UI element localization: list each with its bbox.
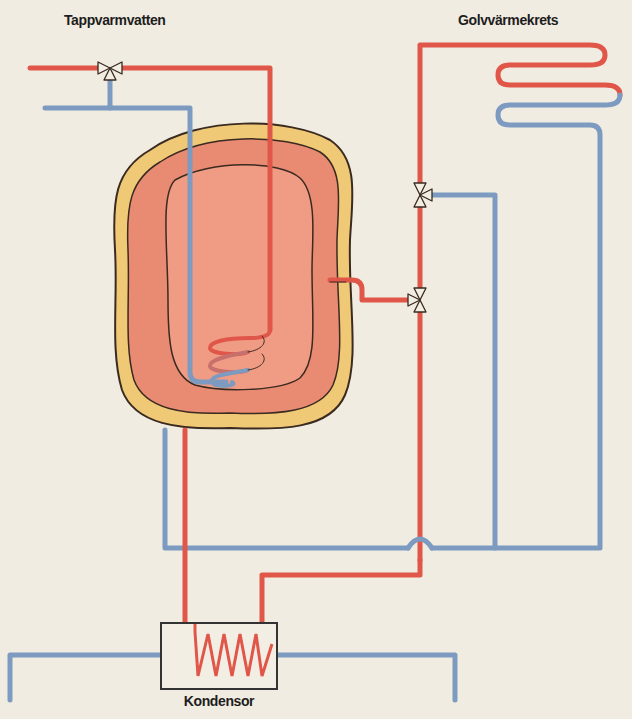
tank-body [128, 139, 340, 414]
condenser: Kondensor [150, 622, 288, 709]
tank-insulation [114, 124, 353, 429]
three-way-valve [408, 183, 432, 312]
component-label: Kondensor [150, 693, 278, 709]
pipe-label: Golvvärmekrets [458, 12, 558, 28]
three-way-valve [98, 62, 122, 80]
condenser-coil [162, 624, 276, 688]
condenser-box [160, 622, 278, 690]
pipe-label: Tappvarmvatten [64, 12, 166, 28]
